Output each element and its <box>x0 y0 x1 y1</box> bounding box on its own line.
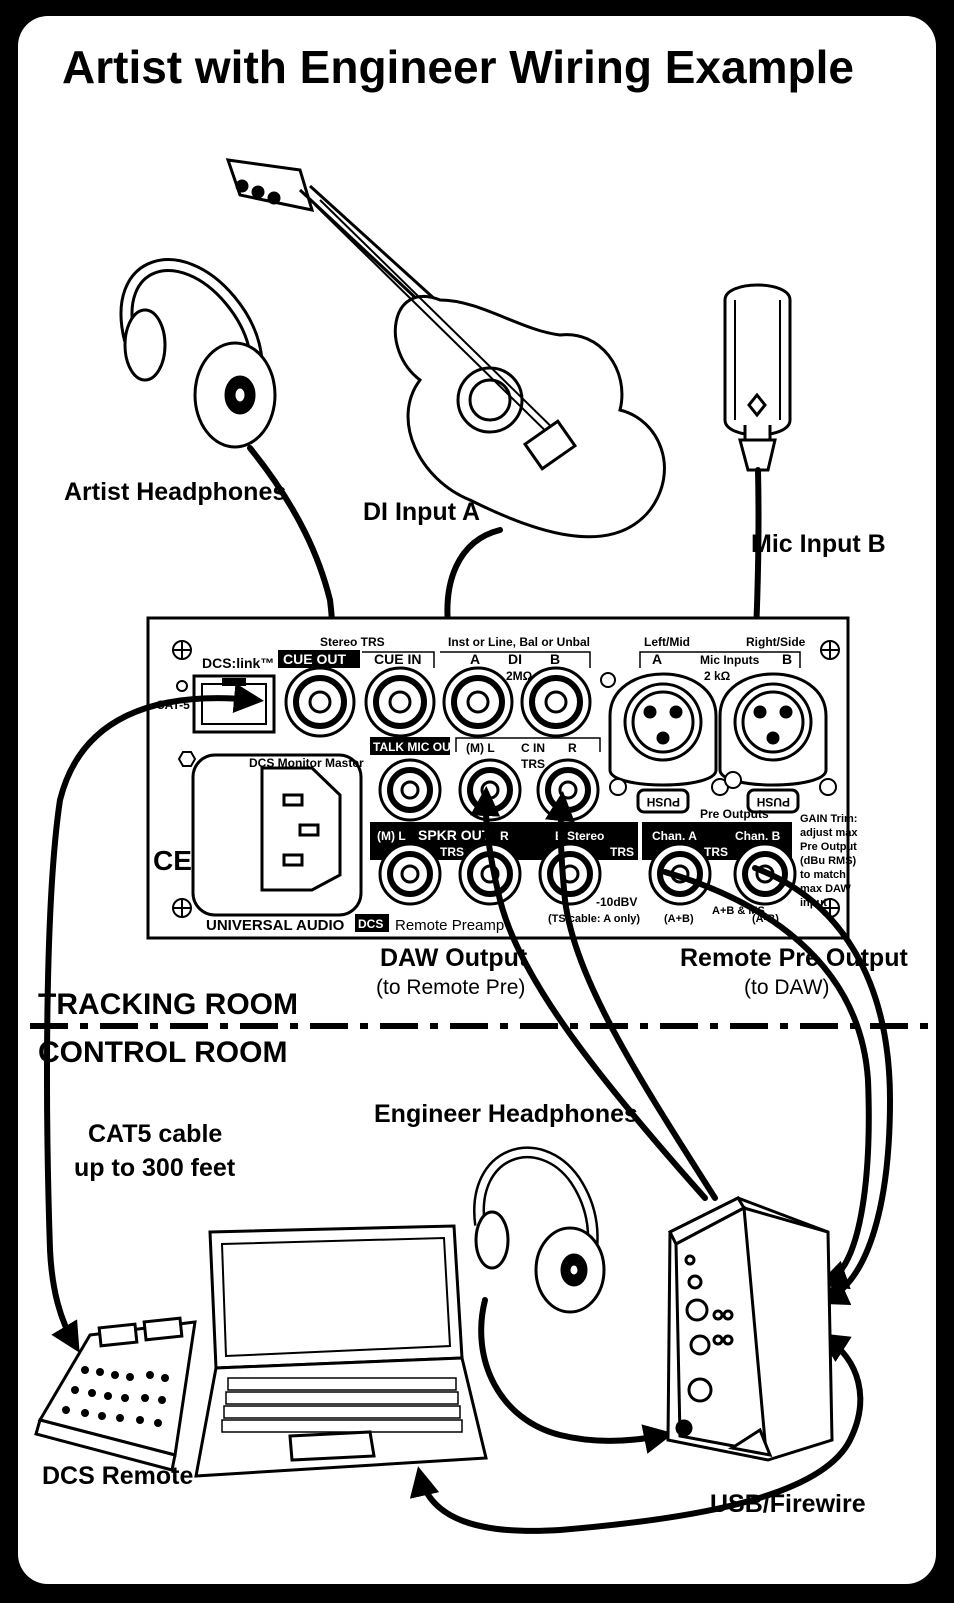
c-in-r-label: R <box>568 741 577 755</box>
spkr-r-jack[interactable] <box>458 842 522 906</box>
gain-trim-text: GAIN Trim: adjust max Pre Output (dBu RM… <box>800 813 858 909</box>
stereo-trs-label: Stereo TRS <box>320 635 385 649</box>
spkr-trs-label: TRS <box>440 845 464 859</box>
di-input-label: DI Input A <box>363 498 480 526</box>
pre-out-a-jack[interactable] <box>648 842 712 906</box>
di-a-label: A <box>470 651 480 667</box>
b-stereo-jack[interactable] <box>538 842 602 906</box>
mic-a-label: A <box>652 651 662 667</box>
microphone-icon <box>723 283 792 472</box>
c-in-label: C IN <box>521 741 545 755</box>
wiring-diagram: Artist with Engineer Wiring Example <box>30 41 936 1534</box>
c-in-l-label: (M) L <box>466 741 495 755</box>
cue-out-jack[interactable] <box>284 666 356 738</box>
dcs-remote-icon <box>34 1316 197 1472</box>
daw-output-label: DAW Output <box>380 944 528 972</box>
b-stereo-trs-label: TRS <box>610 845 634 859</box>
gain-trim-line: adjust max <box>800 827 858 839</box>
dcs-monitor-master-label: DCS Monitor Master <box>249 756 364 770</box>
mic-input-label: Mic Input B <box>751 530 886 558</box>
ce-mark: CE <box>153 845 192 876</box>
spkr-l-label: (M) L <box>377 829 406 843</box>
artist-headphones-icon <box>119 258 277 449</box>
engineer-headphones-label: Engineer Headphones <box>374 1100 638 1128</box>
dcs-logo: DCS <box>358 917 383 931</box>
control-room-label: CONTROL ROOM <box>38 1036 287 1069</box>
tracking-room-label: TRACKING ROOM <box>38 988 298 1021</box>
gain-trim-line: Pre Output <box>800 841 857 853</box>
chan-a-label: Chan. A <box>652 829 697 843</box>
diagram-card: Artist with Engineer Wiring Example <box>18 16 936 1584</box>
c-in-r-jack[interactable] <box>536 758 600 822</box>
gain-trim-line: (dBu RMS) <box>800 855 857 867</box>
chan-b-label: Chan. B <box>735 829 781 843</box>
mic-inputs-label: Mic Inputs <box>700 653 760 667</box>
cat5-cable-label: CAT5 cable <box>88 1120 222 1148</box>
mic-b-label: B <box>782 651 792 667</box>
pre-out-trs-label: TRS <box>704 845 728 859</box>
gain-trim-line: max DAW <box>800 883 851 895</box>
talk-mic-out-jack[interactable] <box>378 758 442 822</box>
cat5-distance-label: up to 300 feet <box>74 1154 236 1182</box>
universal-audio-label: UNIVERSAL AUDIO <box>206 917 345 934</box>
di-b-jack[interactable] <box>520 666 592 738</box>
mic-b-xlr[interactable] <box>718 672 828 814</box>
power-inlet <box>191 753 363 917</box>
di-a-jack[interactable] <box>442 666 514 738</box>
engineer-headphones-icon <box>473 1146 606 1314</box>
cue-in-label: CUE IN <box>374 651 421 667</box>
spkr-r-label: R <box>500 829 509 843</box>
pre-outputs-label: Pre Outputs <box>700 807 769 821</box>
di-impedance-label: 2MΩ <box>506 669 533 683</box>
audio-interface-icon <box>666 1196 834 1462</box>
gain-trim-line: GAIN Trim: <box>800 813 857 825</box>
spkr-l-jack[interactable] <box>378 842 442 906</box>
c-in-trs-label: TRS <box>521 757 545 771</box>
guitar-icon <box>225 158 666 539</box>
mic-a-xlr[interactable] <box>608 672 718 814</box>
right-side-label: Right/Side <box>746 635 806 649</box>
laptop-icon <box>194 1224 488 1478</box>
cue-in-jack[interactable] <box>364 666 436 738</box>
mic-b-push-label: PUSH <box>757 795 790 809</box>
cat5-port[interactable] <box>192 674 276 734</box>
dcs-link-label: DCS:link™ <box>202 655 274 671</box>
daw-output-sub-label: (to Remote Pre) <box>376 976 525 999</box>
talk-mic-out-label: TALK MIC OUT <box>373 740 459 754</box>
page-title: Artist with Engineer Wiring Example <box>62 41 854 93</box>
minus10-label: -10dBV <box>596 895 637 909</box>
remote-pre-output-label: Remote Pre Output <box>680 944 908 972</box>
spkr-out-label: SPKR OUT <box>418 827 491 843</box>
ts-cable-label: (TS cable: A only) <box>548 913 640 925</box>
remote-preamp-label: Remote Preamp <box>395 917 504 934</box>
b-stereo-label: B Stereo <box>555 829 604 843</box>
c-in-l-jack[interactable] <box>458 758 522 822</box>
cue-out-label: CUE OUT <box>283 651 346 667</box>
remote-pre-output-sub-label: (to DAW) <box>744 976 830 999</box>
a-plus-b-label: (A+B) <box>664 913 694 925</box>
artist-headphones-label: Artist Headphones <box>64 478 286 506</box>
inst-line-label: Inst or Line, Bal or Unbal <box>448 635 590 649</box>
rear-panel: DCS:link™ CAT-5 Stereo TRS CUE OUT CUE I… <box>146 616 858 940</box>
di-b-label: B <box>550 651 560 667</box>
di-label: DI <box>508 651 522 667</box>
gain-trim-line: to match <box>800 869 846 881</box>
mic-impedance-label: 2 kΩ <box>704 669 731 683</box>
left-mid-label: Left/Mid <box>644 635 690 649</box>
mic-a-push-label: PUSH <box>647 795 680 809</box>
